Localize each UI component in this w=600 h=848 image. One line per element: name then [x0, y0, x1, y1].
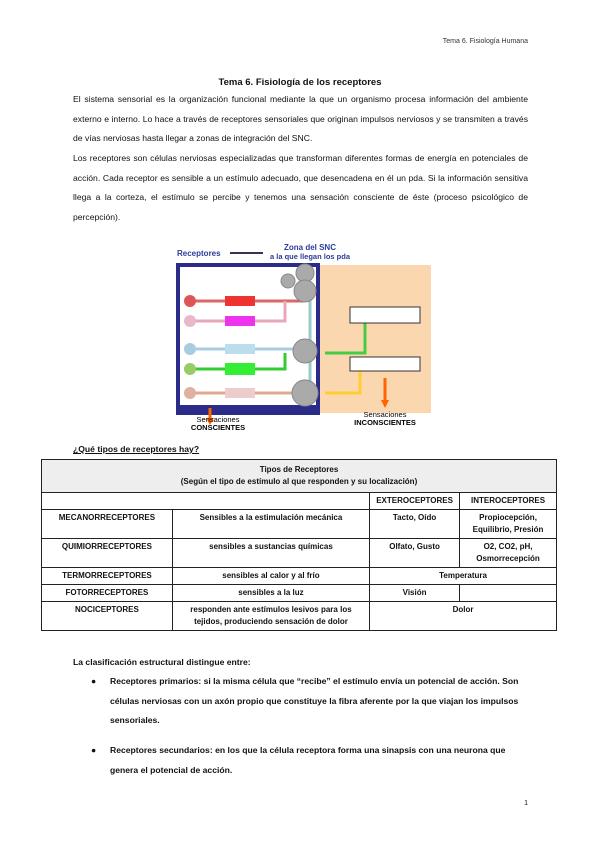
paragraph-2: Los receptores son células nerviosas esp… [73, 153, 528, 222]
receptor-types-table: Tipos de Receptores (Según el tipo de est… [40, 459, 557, 631]
row-name: TERMORRECEPTORES [41, 567, 173, 585]
frame-bottom-bar [178, 405, 318, 411]
fig-zone-label-2: a la que llegan los pda [270, 252, 351, 261]
row-ext: Tacto, Oído [369, 509, 461, 539]
paragraph-1: El sistema sensorial es la organización … [73, 94, 528, 143]
sensation-boxes [225, 296, 255, 398]
bullet-text: Receptores secundarios: en los que la cé… [110, 745, 506, 775]
row-desc: sensibles al calor y al frío [171, 567, 371, 585]
fig-receptors-label: Receptores [177, 249, 221, 258]
classification-intro: La clasificación estructural distingue e… [73, 657, 251, 667]
row-ext: Olfato, Gusto [369, 538, 461, 568]
fig-unconscious-1: Sensaciones [364, 410, 407, 419]
fig-conscious-1: Sensaciones [197, 415, 240, 424]
row-both: Dolor [369, 601, 557, 631]
fig-zone-label-1: Zona del SNC [284, 243, 336, 252]
col-exteroceptores: EXTEROCEPTORES [369, 492, 461, 510]
table-title: Tipos de Receptores [259, 465, 339, 474]
receptor-organs [184, 295, 196, 399]
page-number: 1 [524, 800, 528, 807]
cns-centers [280, 263, 319, 407]
running-header: Tema 6. Fisiología Humana [442, 38, 528, 45]
empty-cell [40, 492, 371, 510]
row-int: Propiocepción, Equilibrio, Presión [459, 509, 557, 539]
col-interoceptores: INTEROCEPTORES [459, 492, 557, 510]
row-desc: Sensibles a la estimulación mecánica [171, 509, 371, 539]
row-both: Temperatura [369, 567, 557, 585]
section-question: ¿Qué tipos de receptores hay? [73, 444, 200, 454]
row-desc: responden ante estímulos lesivos para lo… [171, 601, 371, 631]
page-title: Tema 6. Fisiología de los receptores [218, 77, 382, 88]
row-desc: sensibles a sustancias químicas [171, 538, 371, 568]
fig-conscious-2: CONSCIENTES [191, 423, 245, 432]
row-name: NOCICEPTORES [41, 601, 173, 631]
row-desc: sensibles a la luz [171, 584, 371, 602]
row-int: O2, CO2, pH, Osmorrecepción [459, 538, 557, 568]
row-name: QUIMIORRECEPTORES [41, 538, 173, 568]
table-subtitle: (Según el tipo de estímulo al que respon… [180, 477, 418, 486]
unconscious-box-1 [349, 306, 421, 324]
bullet-item: ● Receptores secundarios: en los que la c… [91, 741, 528, 780]
bullet-icon: ● [91, 745, 97, 755]
row-name: FOTORRECEPTORES [41, 584, 173, 602]
row-name: MECANORRECEPTORES [41, 509, 173, 539]
table-header: Tipos de Receptores (Según el tipo de est… [41, 459, 557, 493]
unconscious-box-2 [349, 356, 421, 372]
row-int [459, 584, 557, 602]
receptors-diagram: Receptores Zona del SNC a la que llegan … [175, 243, 435, 433]
unconscious-zone-bg [316, 265, 431, 413]
bullet-text: Receptores primarios: si la misma célula… [110, 676, 519, 725]
bullet-icon: ● [91, 676, 97, 686]
row-ext: Visión [369, 584, 461, 602]
bullet-item: ● Receptores primarios: si la misma célul… [91, 672, 528, 731]
fig-unconscious-2: INCONSCIENTES [354, 418, 416, 427]
